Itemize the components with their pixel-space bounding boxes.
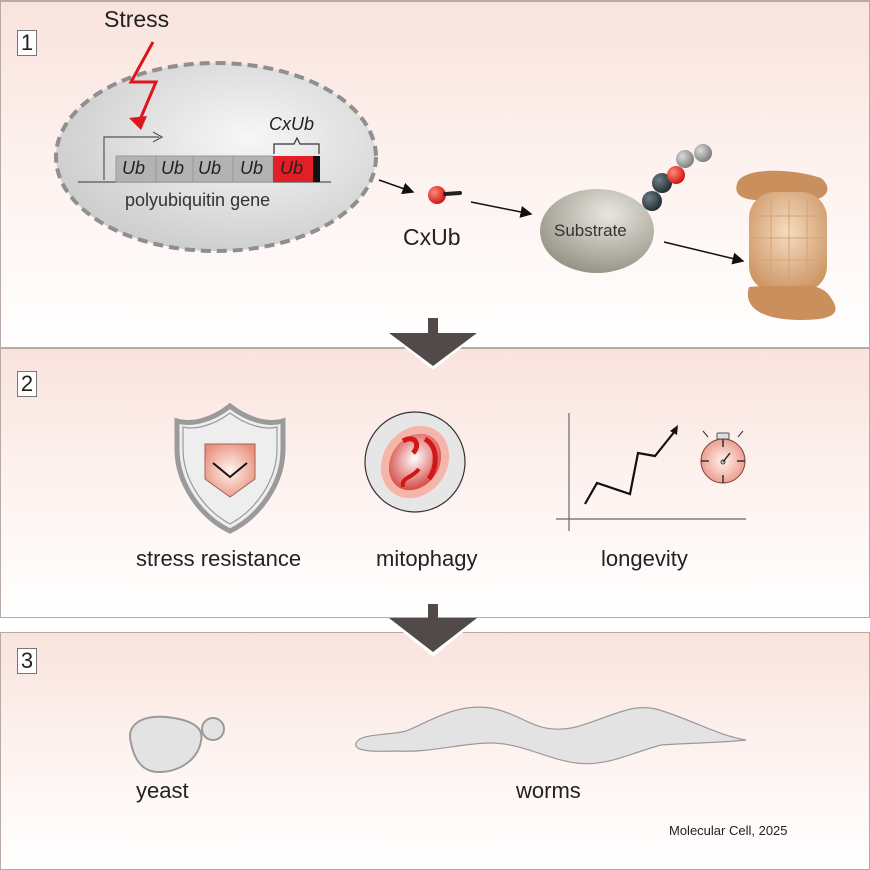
gene-segments <box>115 155 320 183</box>
rising-graph-icon <box>556 413 746 531</box>
substrate <box>540 189 654 273</box>
gene-segment-label: Ub <box>161 158 185 178</box>
panel-2: 2 <box>0 348 870 618</box>
substrate-label: Substrate <box>554 221 627 240</box>
stopwatch-icon <box>700 430 746 484</box>
organism-label-worms: worms <box>516 778 581 803</box>
outcome-label-longevity: longevity <box>601 546 688 571</box>
shield-icon <box>174 402 286 534</box>
panel-1: 1 <box>0 0 870 348</box>
cxub-segment-label: Ub <box>280 158 304 178</box>
gene-segment-label: Ub <box>122 158 146 178</box>
panel-number: 2 <box>17 371 37 397</box>
organism-label-yeast: yeast <box>136 778 189 803</box>
cxub-bracket-label: CxUb <box>269 114 315 134</box>
worm-icon <box>355 706 747 765</box>
panel-number: 3 <box>17 648 37 674</box>
panel-3: 3 yeast worms Molecular Cell, 2025 <box>0 632 870 870</box>
cxub-molecule-icon <box>428 186 446 204</box>
promoter-arrow-icon <box>103 136 159 180</box>
outcome-label-mitophagy: mitophagy <box>376 546 478 571</box>
proteasome-icon <box>736 170 836 320</box>
stress-label: Stress <box>104 6 170 32</box>
gene-segment-label: Ub <box>240 158 264 178</box>
stress-bolt-icon <box>128 41 159 123</box>
yeast-cell-icon <box>129 715 225 774</box>
mitochondrion-icon <box>364 411 466 513</box>
panel-2-illustration <box>174 402 746 534</box>
panel-3-illustration <box>129 706 747 774</box>
panel-number: 1 <box>17 30 37 56</box>
gene-label: polyubiquitin gene <box>125 190 271 210</box>
outcome-label-stress-resistance: stress resistance <box>136 546 302 571</box>
ubiquitin-chain-icon <box>642 144 712 211</box>
free-cxub-label: CxUb <box>403 224 461 250</box>
gene-segment-label: Ub <box>198 158 222 178</box>
citation-credit: Molecular Cell, 2025 <box>669 823 788 838</box>
panel-1-illustration <box>54 41 836 320</box>
